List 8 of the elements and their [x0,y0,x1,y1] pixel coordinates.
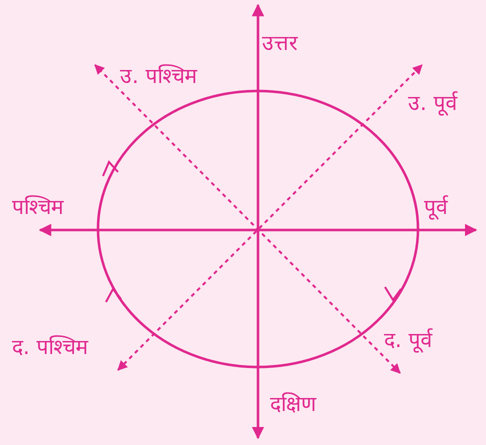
direction-label: दक्षिण [270,391,316,417]
direction-label: पूर्व [424,194,448,220]
direction-label: द. पश्चिम [12,334,88,360]
direction-label: पश्चिम [12,194,64,220]
direction-label: उ. पूर्व [408,90,458,116]
direction-label: उत्तर [262,30,298,56]
direction-label: उ. पश्चिम [120,63,198,89]
direction-label: द. पूर्व [384,327,432,353]
